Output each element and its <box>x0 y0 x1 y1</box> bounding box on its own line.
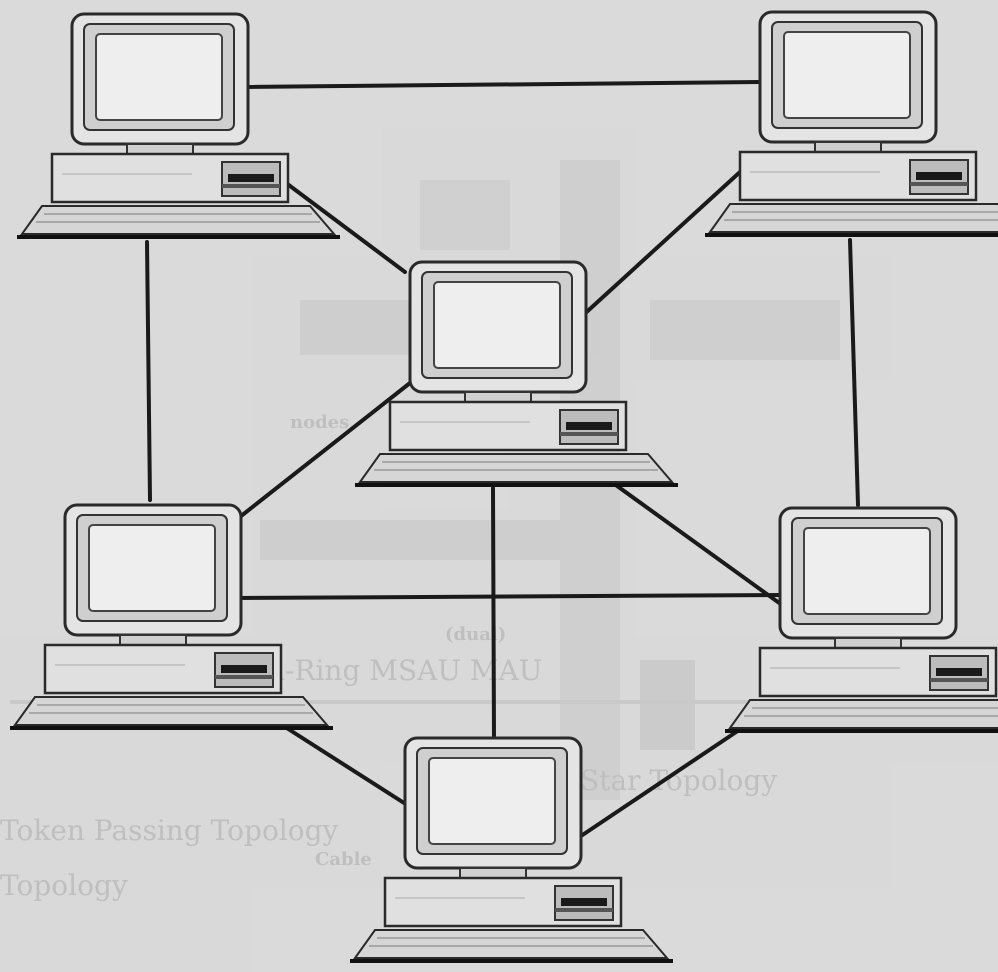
bg-text-4: Topology <box>0 869 128 902</box>
link-center-midleft <box>234 381 412 522</box>
link-center-midright <box>593 468 784 607</box>
link-topright-midright <box>848 238 860 507</box>
link-center-bottom <box>491 486 496 742</box>
bg-label-dual: (dual) <box>445 624 506 645</box>
bg-label-nodes: nodes <box>290 412 349 433</box>
link-midleft-midright <box>234 593 782 600</box>
network-links <box>145 80 860 840</box>
link-topright-center <box>578 170 742 320</box>
bg-label-cable: Cable <box>315 849 372 870</box>
link-midright-bottom <box>576 714 762 840</box>
bg-text-3: Token Passing Topology <box>0 814 339 847</box>
link-topleft-midleft <box>145 240 152 502</box>
link-topleft-topright <box>243 80 762 89</box>
link-midleft-bottom <box>280 723 417 812</box>
